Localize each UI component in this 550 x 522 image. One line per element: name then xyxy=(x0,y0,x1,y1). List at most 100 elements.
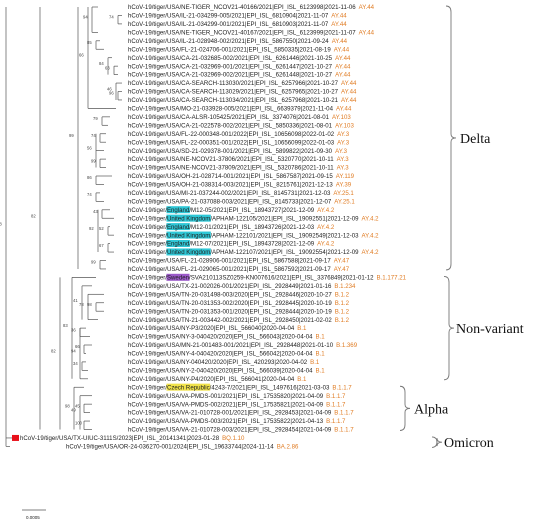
leaf-country-highlight: United Kingdom xyxy=(167,232,210,239)
bootstrap-label: 43 xyxy=(93,209,98,214)
leaf-name: hCoV-19/tiger/USA/TN-20-031353-002/2020|… xyxy=(128,300,332,307)
leaf-lineage: AY.44 xyxy=(341,97,357,104)
leaf-lineage: AY.44 xyxy=(341,80,357,87)
leaf-name: hCoV-19/tiger/USA/TN-20-031498-003/2020|… xyxy=(128,291,332,298)
leaf-name: hCoV-19/tiger/USA/VA-21-010728-001/2021|… xyxy=(128,410,332,417)
leaf-name: hCoV-19/tiger/USA/FL-21-029065-001/2021|… xyxy=(128,266,331,273)
leaf-name-rest: /4243-7/2021|EPI_ISL_1497616|2021-03-03 xyxy=(210,384,330,391)
leaf-name: hCoV-19/tiger/USA/FL-21-024706-001/2021|… xyxy=(128,46,331,53)
country-highlight-box xyxy=(166,273,190,281)
leaf-label: hCoV-19/tiger/United Kingdom/APHAM-12210… xyxy=(128,232,379,239)
leaf-label: hCoV-19/tiger/USA/VA-PMDS-002/2021|EPI_I… xyxy=(128,401,346,408)
leaf-label: hCoV-19/tiger/USA/NY-3-040420/2020|EPI_I… xyxy=(128,334,325,341)
leaf-name: hCoV-19/tiger/USA/CA-ALSR-105425/2021|EP… xyxy=(128,114,330,121)
leaf-label: hCoV-19/tiger/USA/VA-21-010728-001/2021|… xyxy=(128,410,354,417)
leaf-lineage: AY.3 xyxy=(337,156,350,163)
leaf-name: hCoV-19/tiger/USA/CA-21-022578-002/2021|… xyxy=(128,122,333,129)
country-highlight-box xyxy=(166,231,211,239)
leaf-label: hCoV-19/tiger/USA/CA-21-032969-001/2021|… xyxy=(128,63,351,70)
leaf-label: hCoV-19/tiger/USA/PA-21-037088-003/2021|… xyxy=(128,198,355,205)
leaf-label: hCoV-19/tiger/USA/TX-UIUC-3111S/2023|EPI… xyxy=(20,435,245,442)
leaf-lineage: AY.44 xyxy=(331,21,347,28)
leaf-name: hCoV-19/tiger/ xyxy=(128,241,167,248)
leaf-name: hCoV-19/tiger/USA/NY-4-040420/2020|EPI_I… xyxy=(128,351,313,358)
bootstrap-label: 99 xyxy=(69,133,74,138)
bootstrap-label: 96 xyxy=(109,91,114,96)
leaf-name: hCoV-19/tiger/USA/CA-SEARCH-113029/2021|… xyxy=(128,89,339,96)
leaf-lineage: AY.4.2 xyxy=(317,207,335,214)
bootstrap-label: 79 xyxy=(93,116,98,121)
leaf-label: hCoV-19/tiger/USA/NY-P3/2020|EPI_ISL_566… xyxy=(128,325,307,332)
leaf-name: hCoV-19/tiger/USA/VA-21-010728-003/2021|… xyxy=(128,427,332,434)
bootstrap-label: 67 xyxy=(99,243,104,248)
leaf-name: hCoV-19/tiger/USA/VA-PMDS-001/2021|EPI_I… xyxy=(128,393,324,400)
leaf-label: hCoV-19/tiger/USA/OR-24-036270-001/2024|… xyxy=(66,444,299,451)
leaf-label: hCoV-19/tiger/USA/NY-2-040420/2020|EPI_I… xyxy=(128,367,325,374)
leaf-country-highlight: United Kingdom xyxy=(167,215,210,222)
leaf-name-rest: /APHAM-122101/2021|EPI_ISL_19092549|2021… xyxy=(210,232,359,239)
country-highlight-box xyxy=(166,248,211,256)
bootstrap-label: 45 xyxy=(75,403,80,408)
leaf-labels: hCoV-19/tiger/USA/NE-TIGER_NCOV21-40166/… xyxy=(20,4,407,450)
leaf-name: hCoV-19/tiger/ xyxy=(128,232,167,239)
leaf-label: hCoV-19/tiger/USA/FL-21-028906-001/2021|… xyxy=(128,258,350,265)
leaf-lineage: AY.4.2 xyxy=(362,232,380,239)
bootstrap-label: 56 xyxy=(87,146,92,151)
leaf-label: hCoV-19/tiger/USA/TN-20-031353-001/2020|… xyxy=(128,308,350,315)
leaf-name: hCoV-19/tiger/USA/MI-21-037244-002/2021|… xyxy=(128,190,331,197)
leaf-name: hCoV-19/tiger/USA/NY-2-040420/2020|EPI_I… xyxy=(128,367,313,374)
leaf-lineage: AY.25.1 xyxy=(334,198,355,205)
leaf-name-rest: /M12-01/2021|EPI_ISL_18943726|2021-12-03 xyxy=(189,224,314,231)
leaf-lineage: B.1.369 xyxy=(336,342,358,349)
leaf-lineage: AY.44 xyxy=(335,63,351,70)
clade-bracket xyxy=(399,385,411,431)
leaf-lineage: B.1.1.7 xyxy=(334,410,354,417)
leaf-lineage: B.1.2 xyxy=(335,317,350,324)
leaf-lineage: AY.103 xyxy=(335,122,354,129)
leaf-label: hCoV-19/tiger/USA/CA-21-032969-002/2021|… xyxy=(128,72,351,79)
leaf-label: hCoV-19/tiger/Sweden/SVA210113SZ0259-KN0… xyxy=(128,275,407,282)
leaf-lineage: AY.4.2 xyxy=(317,241,335,248)
leaf-name: hCoV-19/tiger/USA/MN-21-001483-001/2021|… xyxy=(128,342,334,349)
leaf-lineage: B.1.2 xyxy=(335,308,350,315)
bootstrap-label: 94 xyxy=(71,348,76,353)
leaf-lineage: BQ.1.10 xyxy=(222,435,245,442)
bootstrap-label: 63 xyxy=(105,65,110,70)
leaf-country-highlight: Sweden xyxy=(167,275,189,282)
leaf-name-rest: /M12-05/2021|EPI_ISL_18943727|2021-12-09 xyxy=(189,207,314,214)
leaf-name: hCoV-19/tiger/USA/NE-TIGER_NCOV21-40167/… xyxy=(128,29,356,36)
leaf-lineage: B.1 xyxy=(297,376,307,383)
leaf-name: hCoV-19/tiger/USA/OH-21-028714-001/2021|… xyxy=(128,173,333,180)
bootstrap-label: 82 xyxy=(31,213,36,218)
leaf-label: hCoV-19/tiger/USA/NE-TIGER_NCOV21-40166/… xyxy=(128,4,375,11)
leaf-name: hCoV-19/tiger/ xyxy=(128,275,167,282)
leaf-country-highlight: Czech Republic xyxy=(167,384,210,391)
leaf-label: hCoV-19/tiger/USA/NE-TIGER_NCOV21-40167/… xyxy=(128,29,375,36)
leaf-label: hCoV-19/tiger/England/M12-05/2021|EPI_IS… xyxy=(128,207,335,214)
leaf-country-highlight: England xyxy=(167,224,189,231)
bootstrap-label: 98 xyxy=(87,302,92,307)
omicron-marker-icon xyxy=(12,434,19,441)
leaf-lineage: B.1.1.7 xyxy=(326,393,346,400)
leaf-name-rest: /APHAM-122105/2021|EPI_ISL_19092551|2021… xyxy=(210,215,359,222)
bootstrap-label: 34 xyxy=(73,361,78,366)
bootstrap-label: 41 xyxy=(73,298,78,303)
leaf-label: hCoV-19/tiger/United Kingdom/APHAM-12210… xyxy=(128,215,379,222)
leaf-lineage: AY.44 xyxy=(332,38,348,45)
leaf-label: hCoV-19/tiger/United Kingdom/APHAM-12210… xyxy=(128,249,379,256)
leaf-label: hCoV-19/tiger/USA/IL-21-034299-001/2021|… xyxy=(128,21,347,28)
leaf-label: hCoV-19/tiger/USA/TN-20-031353-002/2020|… xyxy=(128,300,350,307)
leaf-label: hCoV-19/tiger/Czech Republic/4243-7/2021… xyxy=(128,384,352,391)
country-highlight-box xyxy=(166,383,211,391)
leaf-country-highlight: United Kingdom xyxy=(167,249,210,256)
bootstrap-label: 98 xyxy=(65,403,70,408)
bootstrap-label: 74 xyxy=(91,133,96,138)
leaf-name: hCoV-19/tiger/USA/VA-PMDS-003/2021|EPI_I… xyxy=(128,418,324,425)
leaf-lineage: B.1 xyxy=(316,367,326,374)
leaf-label: hCoV-19/tiger/USA/NY-040420/2020|EPI_ISL… xyxy=(128,359,320,366)
leaf-name: hCoV-19/tiger/USA/CA-21-032969-001/2021|… xyxy=(128,63,333,70)
bootstrap-label: 84 xyxy=(99,61,104,66)
